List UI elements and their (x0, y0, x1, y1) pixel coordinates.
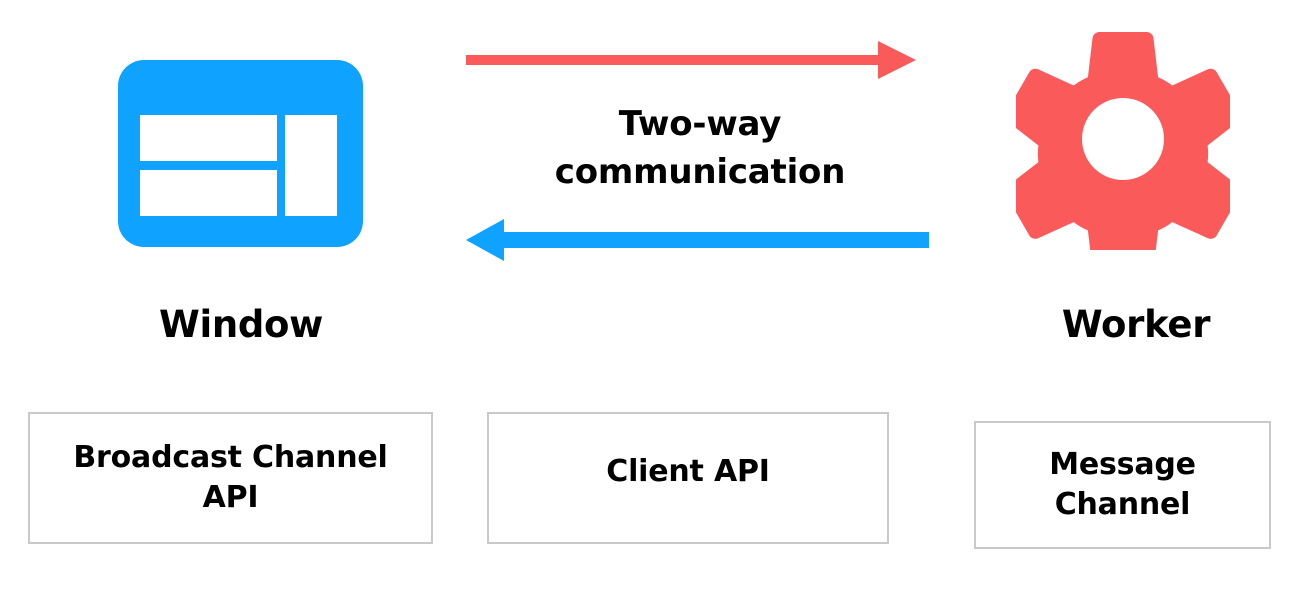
arrow-left-icon (466, 219, 929, 265)
window-icon-panel-side (285, 115, 337, 216)
api-box-client-api: Client API (487, 412, 889, 544)
node-label-window: Window (158, 303, 324, 346)
window-icon-panel-top (140, 115, 277, 161)
api-box-label: Message Channel (1049, 447, 1196, 522)
api-box-message-channel: Message Channel (974, 421, 1271, 549)
window-icon-panel-bottom (140, 170, 277, 216)
window-icon (118, 60, 363, 247)
api-box-broadcast-channel-api: Broadcast Channel API (28, 412, 433, 544)
arrow-right-icon (466, 38, 916, 82)
connector-caption-line-2: communication (554, 152, 846, 193)
connector-caption: Two-way communication (500, 100, 900, 197)
api-box-label: Client API (606, 454, 770, 489)
connector-caption-line-1: Two-way (618, 104, 782, 144)
node-label-worker: Worker (1061, 303, 1211, 346)
gear-icon (1016, 28, 1230, 250)
api-box-label: Broadcast Channel API (73, 440, 388, 515)
